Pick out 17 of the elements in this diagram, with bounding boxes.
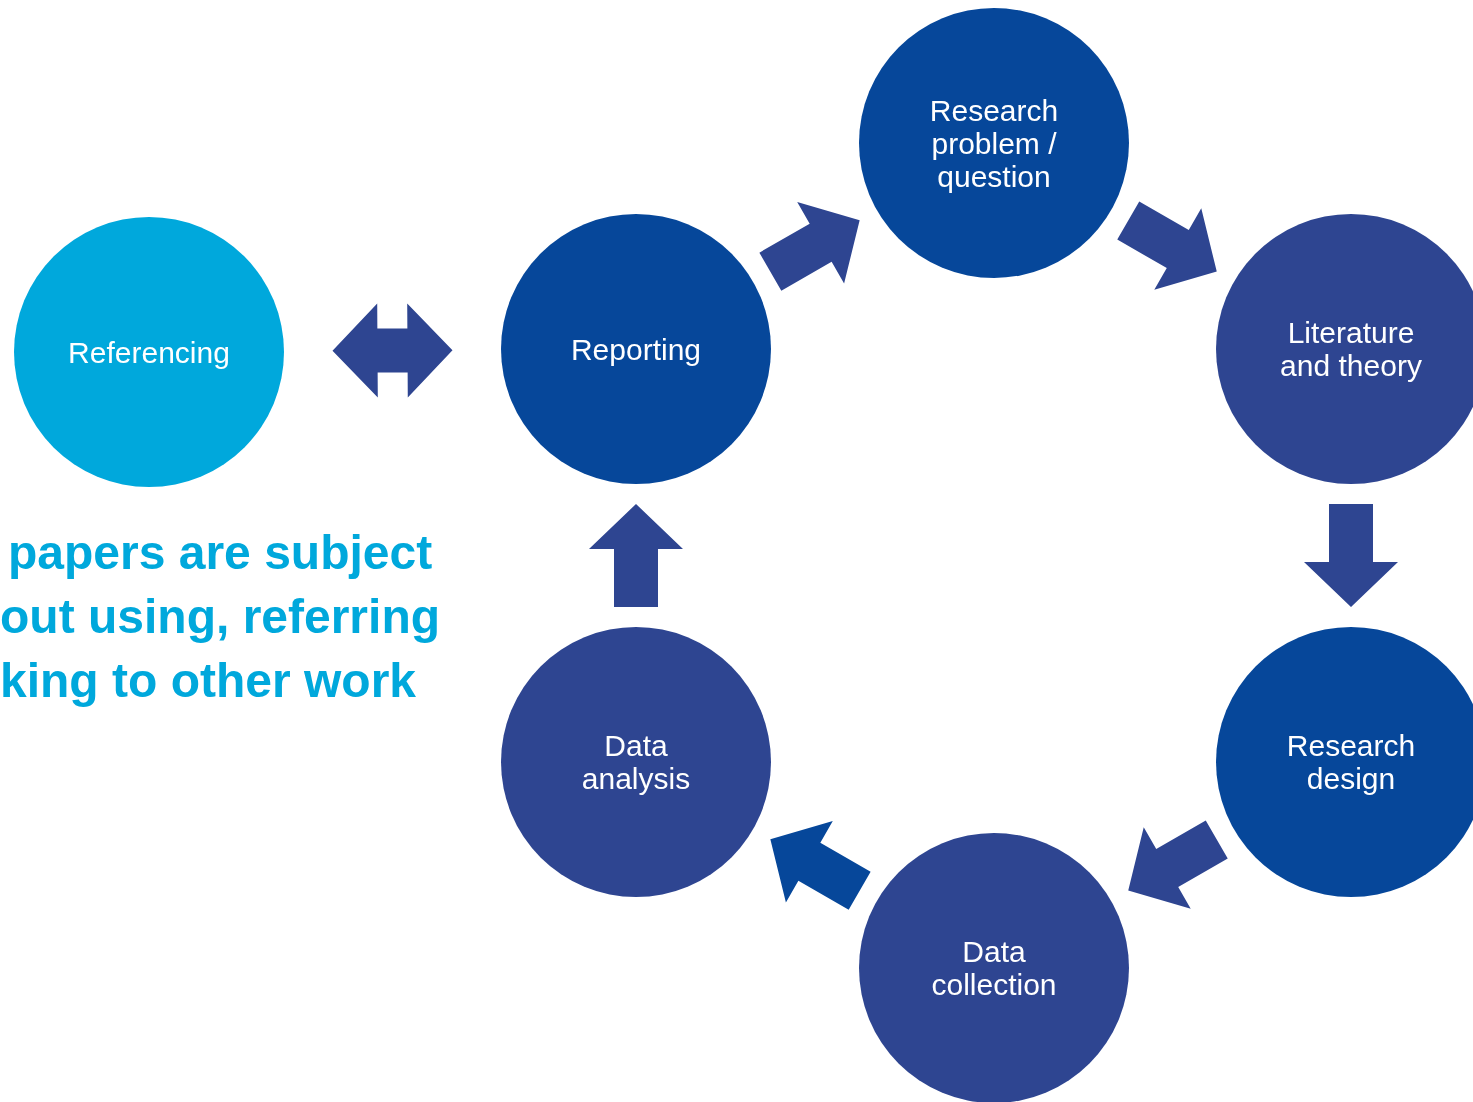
node-label: Research design (1285, 729, 1417, 795)
node-label: Research problem / question (928, 93, 1060, 193)
note-text: king to other work (0, 653, 416, 709)
block-arrow (770, 821, 871, 910)
block-arrow (589, 504, 683, 607)
node-label: Referencing (68, 335, 230, 369)
double-block-arrow (332, 303, 453, 398)
block-arrow (1128, 820, 1228, 909)
node-label: Literature and theory (1279, 316, 1423, 382)
block-arrow (1304, 504, 1398, 607)
node-label: Data collection (930, 935, 1058, 1001)
block-arrow (1117, 201, 1217, 290)
block-arrow (759, 202, 860, 291)
node-label: Data analysis (580, 729, 692, 795)
node-label: Reporting (570, 332, 702, 366)
note-text: papers are subject (8, 525, 433, 581)
note-text: out using, referring (0, 589, 440, 645)
